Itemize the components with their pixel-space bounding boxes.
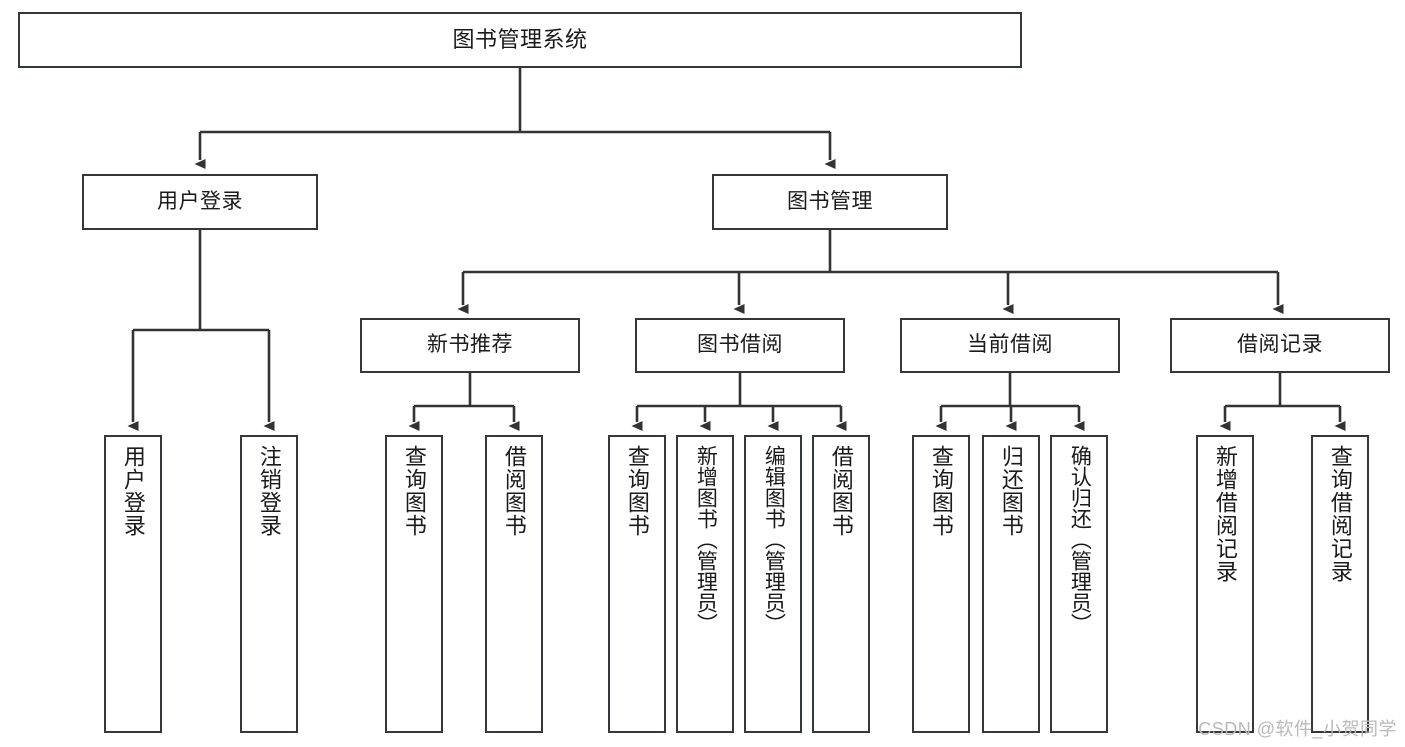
node-leaf-user-login-label: 用户登录 bbox=[120, 445, 146, 537]
node-root-label: 图书管理系统 bbox=[452, 27, 588, 53]
node-leaf-logout-label: 注销登录 bbox=[256, 445, 282, 537]
node-leaf-logout[interactable]: 注销登录 bbox=[240, 435, 298, 733]
node-leaf-borrow-book-2[interactable]: 借阅图书 bbox=[812, 435, 870, 733]
node-leaf-query-book-2-label: 查询图书 bbox=[624, 445, 650, 537]
node-root[interactable]: 图书管理系统 bbox=[18, 12, 1022, 68]
node-leaf-edit-book[interactable]: 编辑图书（管理员） bbox=[744, 435, 802, 733]
node-leaf-query-book-2[interactable]: 查询图书 bbox=[608, 435, 666, 733]
node-borrow-record[interactable]: 借阅记录 bbox=[1170, 318, 1390, 373]
node-user-login[interactable]: 用户登录 bbox=[82, 174, 318, 230]
node-leaf-edit-book-label: 编辑图书（管理员） bbox=[762, 445, 786, 634]
node-leaf-add-book[interactable]: 新增图书（管理员） bbox=[676, 435, 734, 733]
node-book-borrow[interactable]: 图书借阅 bbox=[635, 318, 845, 373]
node-leaf-return-book[interactable]: 归还图书 bbox=[982, 435, 1040, 733]
watermark: CSDN @软件_小贺同学 bbox=[1198, 719, 1397, 739]
node-leaf-return-book-label: 归还图书 bbox=[998, 445, 1024, 537]
node-leaf-query-record-label: 查询借阅记录 bbox=[1327, 445, 1353, 583]
node-book-manage-label: 图书管理 bbox=[787, 189, 873, 213]
node-current-borrow[interactable]: 当前借阅 bbox=[900, 318, 1120, 373]
node-leaf-query-book-3[interactable]: 查询图书 bbox=[912, 435, 970, 733]
node-leaf-user-login[interactable]: 用户登录 bbox=[104, 435, 162, 733]
node-leaf-query-book-1-label: 查询图书 bbox=[401, 445, 427, 537]
node-new-book-recommend[interactable]: 新书推荐 bbox=[360, 318, 580, 373]
node-leaf-add-book-label: 新增图书（管理员） bbox=[694, 445, 718, 634]
node-leaf-confirm-return-label: 确认归还（管理员） bbox=[1068, 445, 1092, 634]
node-leaf-add-record[interactable]: 新增借阅记录 bbox=[1196, 435, 1254, 733]
node-new-book-recommend-label: 新书推荐 bbox=[427, 333, 513, 357]
node-leaf-query-book-3-label: 查询图书 bbox=[928, 445, 954, 537]
node-leaf-borrow-book-1-label: 借阅图书 bbox=[501, 445, 527, 537]
node-leaf-add-record-label: 新增借阅记录 bbox=[1212, 445, 1238, 583]
node-leaf-confirm-return[interactable]: 确认归还（管理员） bbox=[1050, 435, 1108, 733]
node-leaf-query-record[interactable]: 查询借阅记录 bbox=[1311, 435, 1369, 733]
node-leaf-borrow-book-1[interactable]: 借阅图书 bbox=[485, 435, 543, 733]
node-leaf-query-book-1[interactable]: 查询图书 bbox=[385, 435, 443, 733]
node-borrow-record-label: 借阅记录 bbox=[1237, 333, 1323, 357]
node-leaf-borrow-book-2-label: 借阅图书 bbox=[828, 445, 854, 537]
node-user-login-label: 用户登录 bbox=[157, 189, 243, 213]
node-book-borrow-label: 图书借阅 bbox=[697, 333, 783, 357]
node-book-manage[interactable]: 图书管理 bbox=[712, 174, 948, 230]
node-current-borrow-label: 当前借阅 bbox=[967, 333, 1053, 357]
